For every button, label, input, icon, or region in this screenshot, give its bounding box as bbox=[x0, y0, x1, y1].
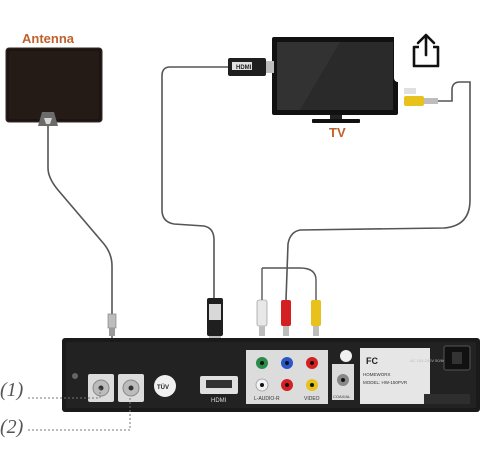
antenna-panel bbox=[5, 47, 103, 126]
svg-text:FC: FC bbox=[366, 356, 378, 366]
svg-text:MODEL: HW-150PVR: MODEL: HW-150PVR bbox=[363, 380, 408, 385]
set-top-box: TÜV HDMI L-AUDIO-R VIDEO COAXIAL FC HOME… bbox=[62, 338, 480, 412]
svg-text:L-AUDIO-R: L-AUDIO-R bbox=[254, 396, 280, 402]
antenna-cable bbox=[47, 126, 113, 318]
callout-1-leader bbox=[28, 388, 101, 399]
callout-1: (1) bbox=[0, 379, 24, 401]
rca-cable-tv bbox=[285, 81, 471, 301]
svg-text:HOMEWORX: HOMEWORX bbox=[363, 372, 391, 377]
hdmi-plug-tv: HDMI bbox=[228, 58, 274, 76]
svg-text:HDMI: HDMI bbox=[236, 65, 252, 71]
share-icon bbox=[412, 33, 440, 68]
share-button[interactable] bbox=[394, 20, 458, 82]
svg-text:COAXIAL: COAXIAL bbox=[333, 394, 351, 399]
hdmi-cable bbox=[161, 66, 228, 298]
tv-set bbox=[272, 37, 398, 123]
callout-2-leader bbox=[28, 398, 131, 431]
svg-text:VIDEO: VIDEO bbox=[304, 396, 320, 402]
antenna-label: Antenna bbox=[22, 31, 74, 46]
tv-label: TV bbox=[329, 125, 346, 140]
svg-text:TÜV: TÜV bbox=[157, 384, 169, 391]
hdmi-plug-box bbox=[207, 298, 223, 344]
svg-text:AC 100-240V 50/60Hz: AC 100-240V 50/60Hz bbox=[410, 358, 450, 363]
rca-plugs-box bbox=[256, 267, 321, 336]
svg-text:HDMI: HDMI bbox=[211, 398, 227, 404]
callout-2: (2) bbox=[0, 416, 24, 438]
